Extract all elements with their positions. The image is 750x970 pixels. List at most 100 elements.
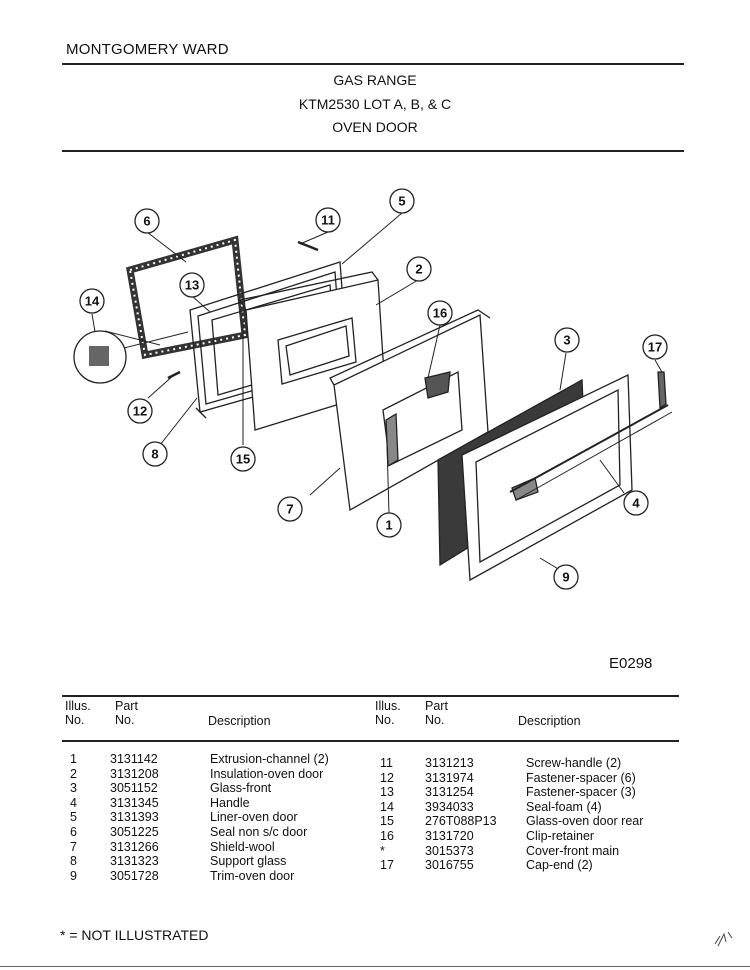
bottom-edge-rule: [0, 966, 750, 967]
right-illus-header-1: Illus.: [375, 699, 401, 713]
footnote: * = NOT ILLUSTRATED: [60, 927, 209, 943]
part-description: Cap-end (2): [526, 858, 593, 873]
diagram-code: E0298: [609, 655, 653, 672]
right-description-header: Description: [518, 714, 581, 728]
callout-3: 3: [554, 327, 580, 353]
callout-label: 8: [151, 447, 158, 462]
left-illus-header-1: Illus.: [65, 699, 91, 713]
seal-part: [126, 235, 249, 360]
callout-label: 15: [236, 452, 250, 467]
callout-label: 17: [648, 340, 662, 355]
illus-number: 14: [380, 799, 394, 814]
part-number: 3934033: [425, 799, 474, 814]
part-description: Seal non s/c door: [210, 825, 308, 839]
part-description: Handle: [210, 795, 250, 810]
illus-number: 13: [380, 785, 394, 800]
callout-label: 12: [133, 404, 147, 419]
callout-14: 14: [79, 288, 105, 314]
part-number: 3051728: [110, 868, 159, 883]
right-part-header-2: No.: [425, 713, 445, 727]
part-description: Screw-handle (2): [526, 756, 622, 770]
callout-label: 11: [321, 213, 335, 228]
part-number: 3131266: [110, 839, 159, 854]
illus-number: 17: [380, 858, 394, 873]
part-number: 3131208: [110, 766, 159, 781]
part-description: Glass-oven door rear: [526, 814, 644, 829]
part-number: 3131323: [110, 854, 159, 869]
left-illus-header-2: No.: [65, 713, 85, 727]
callout-5: 5: [389, 188, 415, 214]
part-number: 3131142: [110, 752, 158, 766]
product-title: GAS RANGE: [333, 72, 417, 88]
illus-number: *: [380, 843, 385, 858]
illus-number: 7: [70, 839, 77, 854]
part-description: Fastener-spacer (6): [526, 770, 636, 785]
callout-label: 5: [398, 194, 405, 209]
illus-number: 9: [70, 868, 77, 883]
left-description-header: Description: [208, 714, 271, 728]
part-number: 276T088P13: [425, 814, 497, 829]
illus-number: 3: [70, 781, 77, 796]
illus-number: 16: [380, 829, 394, 843]
callout-4: 4: [623, 490, 649, 516]
illus-number: 15: [380, 814, 394, 829]
handwritten-mark: [714, 931, 733, 947]
callout-9: 9: [553, 564, 579, 590]
part-description: Support glass: [210, 854, 287, 869]
part-number: 3131213: [425, 756, 474, 770]
illus-number: 4: [70, 795, 77, 810]
part-description: Insulation-oven door: [210, 766, 324, 781]
callout-label: 16: [433, 306, 447, 321]
title-rule: [62, 150, 684, 152]
illus-number: 2: [70, 766, 77, 781]
part-description: Trim-oven door: [210, 868, 295, 883]
table-top-rule: [62, 695, 679, 697]
callout-13: 13: [179, 272, 205, 298]
part-description: Fastener-spacer (3): [526, 785, 636, 800]
section-title: OVEN DOOR: [332, 119, 418, 135]
callout-label: 14: [85, 294, 100, 309]
callout-label: 2: [415, 262, 422, 277]
callout-label: 13: [185, 278, 199, 293]
callout-label: 1: [385, 518, 392, 533]
callout-11: 11: [315, 207, 341, 233]
part-description: Liner-oven door: [210, 810, 298, 825]
callout-7: 7: [277, 496, 303, 522]
header-rule: [62, 63, 684, 65]
shield-part: [329, 309, 491, 512]
callout-15: 15: [230, 446, 256, 472]
part-number: 3131254: [425, 785, 474, 800]
illus-number: 12: [380, 770, 394, 785]
part-number: 3131393: [110, 810, 159, 825]
callout-8: 8: [142, 441, 168, 467]
part-number: 3131345: [110, 795, 159, 810]
model-title: KTM2530 LOT A, B, & C: [298, 96, 452, 112]
part-description: Glass-front: [210, 781, 272, 796]
part-number: 3131974: [425, 770, 474, 785]
illus-number: 11: [380, 756, 393, 770]
left-part-header-2: No.: [115, 713, 135, 727]
illus-number: 5: [70, 810, 77, 825]
trim-part: [461, 373, 633, 582]
part-number: 3131720: [425, 829, 474, 843]
part-description: Extrusion-channel (2): [210, 752, 329, 766]
left-part-header-1: Part: [115, 699, 138, 713]
callout-16: 16: [427, 300, 453, 326]
illus-number: 6: [70, 825, 77, 839]
right-illus-header-2: No.: [375, 713, 395, 727]
callout-label: 3: [563, 333, 570, 348]
table-header-rule: [62, 740, 679, 742]
part-description: Seal-foam (4): [526, 799, 602, 814]
part-description: Shield-wool: [210, 839, 275, 854]
callout-17: 17: [642, 334, 668, 360]
handle-part: [509, 371, 673, 501]
right-part-header-1: Part: [425, 699, 448, 713]
illus-number: 8: [70, 854, 77, 869]
part-number: 3051152: [110, 781, 158, 796]
callout-2: 2: [406, 256, 432, 282]
part-number: 3051225: [110, 825, 159, 839]
callout-12: 12: [127, 398, 153, 424]
brand-title: MONTGOMERY WARD: [66, 41, 229, 58]
